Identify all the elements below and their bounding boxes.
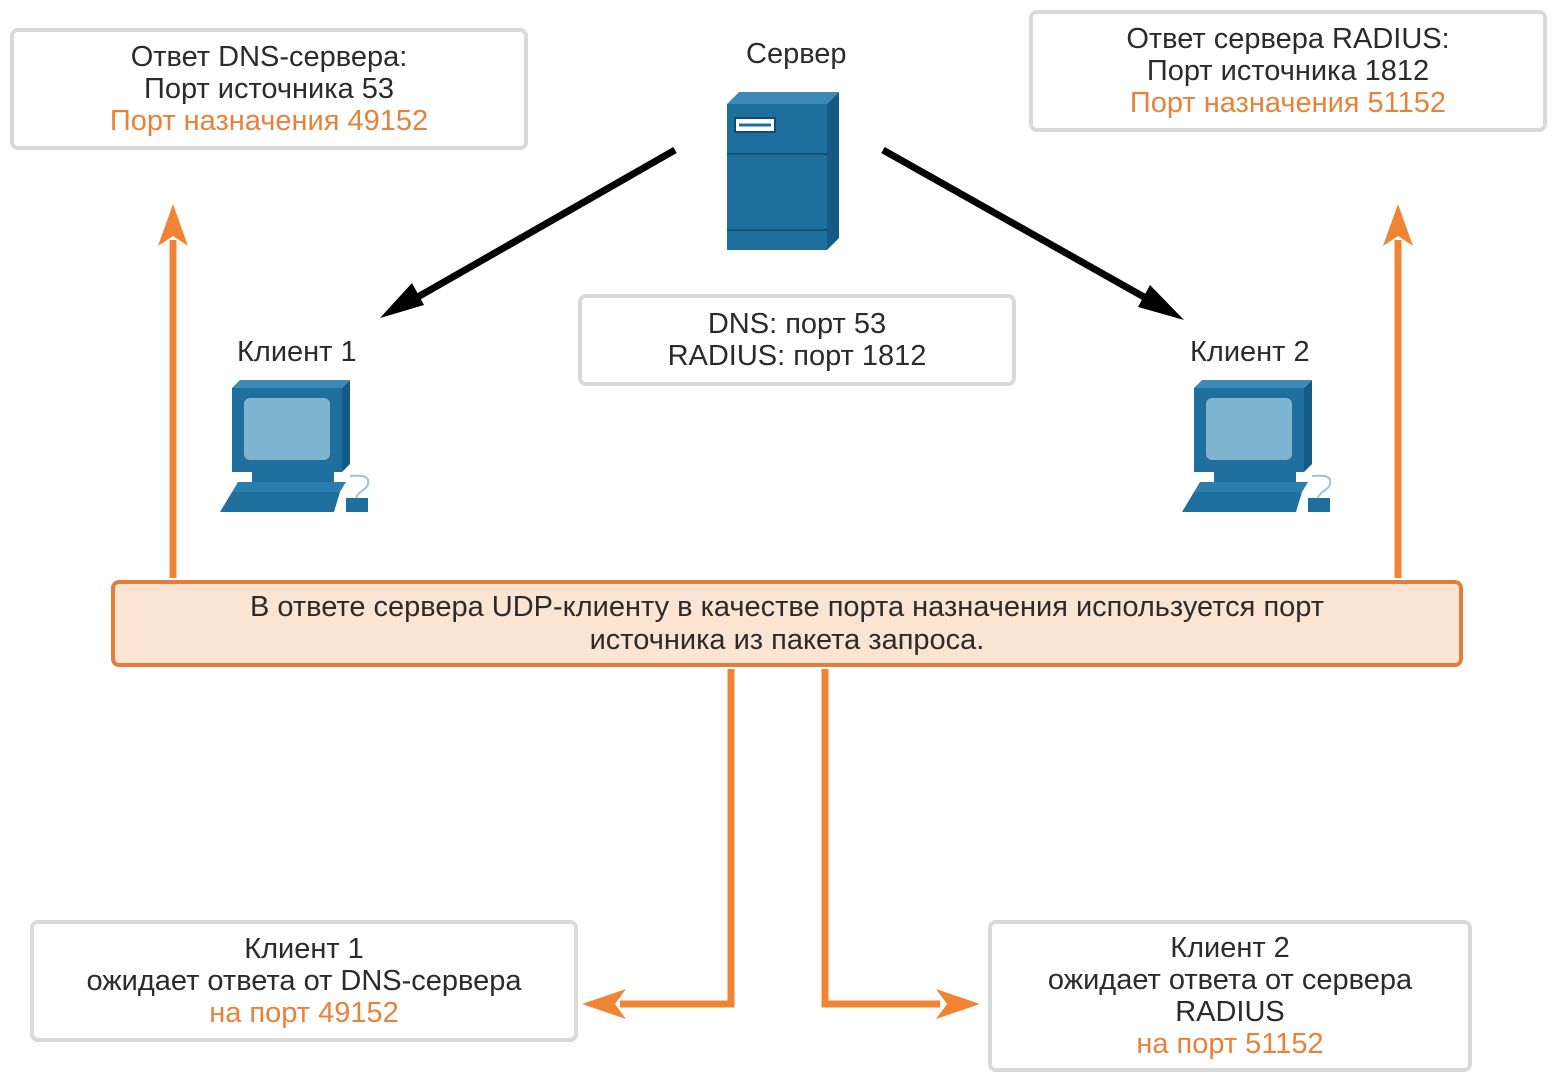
client2-label: Клиент 2 [1190,336,1310,368]
radius-response-box: Ответ сервера RADIUS: Порт источника 181… [1029,10,1547,132]
computer-icon [220,380,370,512]
server-icon [727,92,839,250]
client2-wait-port: на порт 51152 [1136,1028,1324,1060]
arrow-server-to-client1 [380,146,677,318]
client1-wait-port: на порт 49152 [209,997,399,1029]
client2-wait-title: Клиент 2 [1170,932,1290,964]
client2-wait-text: ожидает ответа от сервера [1047,964,1413,996]
radius-response-dest-port: Порт назначения 51152 [1129,87,1447,119]
client1-wait-title: Клиент 1 [244,933,364,965]
client1-label: Клиент 1 [237,336,357,368]
udp-note-box: В ответе сервера UDP-клиенту в качестве … [111,580,1463,667]
note-line-1: В ответе сервера UDP-клиенту в качестве … [249,590,1325,623]
dns-response-title: Ответ DNS-сервера: [130,41,408,73]
radius-response-title: Ответ сервера RADIUS: [1126,23,1450,55]
dns-response-box: Ответ DNS-сервера: Порт источника 53 Пор… [10,28,528,150]
server-label: Сервер [746,38,847,70]
server-ports-box: DNS: порт 53 RADIUS: порт 1812 [578,294,1016,386]
arrow-note-to-dns-response [158,204,188,578]
arrow-note-to-client1-wait [582,669,735,1019]
arrow-server-to-client2 [881,146,1184,320]
client2-wait-text-2: RADIUS [1175,996,1285,1028]
computer-icon [1182,380,1332,512]
note-line-2: источника из пакета запроса. [589,623,985,656]
arrow-note-to-radius-response [1383,204,1413,578]
dns-response-source-port: Порт источника 53 [143,73,395,105]
dns-response-dest-port: Порт назначения 49152 [109,105,429,137]
client1-wait-text: ожидает ответа от DNS-сервера [86,965,522,997]
radius-response-source-port: Порт источника 1812 [1146,55,1430,87]
client1-wait-box: Клиент 1 ожидает ответа от DNS-сервера н… [30,920,578,1042]
arrow-note-to-client2-wait [821,669,980,1019]
server-port-radius: RADIUS: порт 1812 [667,340,927,372]
server-port-dns: DNS: порт 53 [707,308,887,340]
client2-wait-box: Клиент 2 ожидает ответа от сервера RADIU… [988,920,1472,1072]
